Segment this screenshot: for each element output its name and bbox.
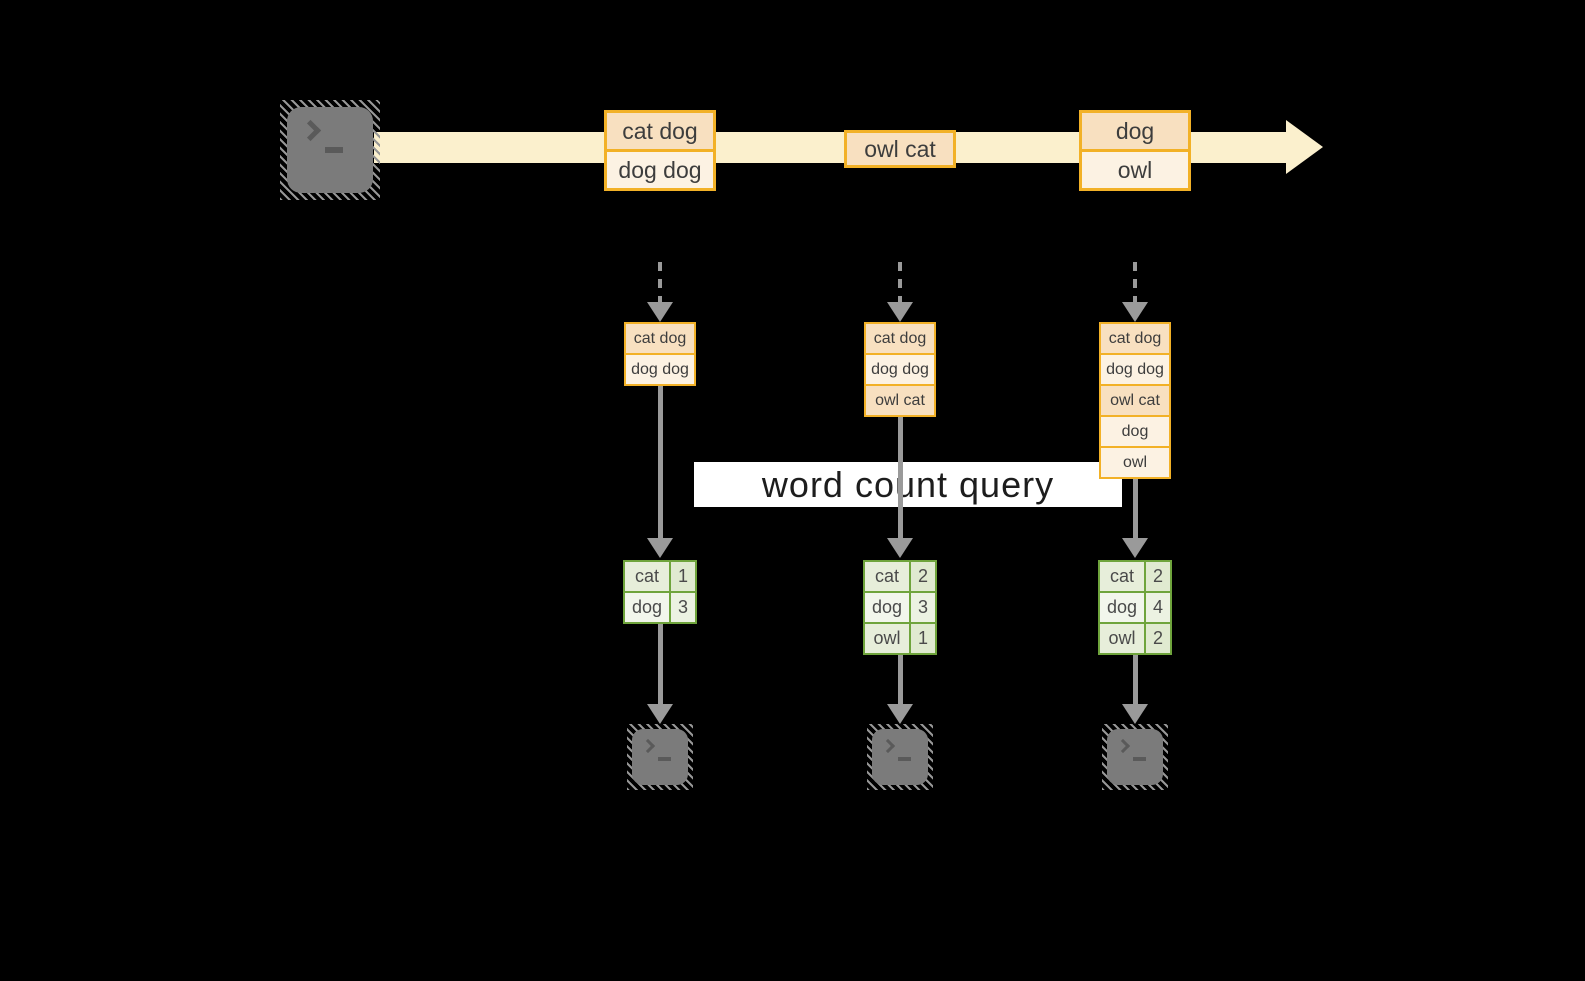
stream-arrowhead-icon: [1286, 120, 1323, 174]
prompt-chevron-icon: [880, 738, 896, 754]
terminal-icon-body: [1107, 729, 1163, 785]
batch-stack-3: cat dog dog dog owl cat dog owl: [1099, 322, 1171, 479]
arrow-line: [658, 624, 663, 704]
prompt-chevron-icon: [299, 119, 322, 142]
arrow-line: [898, 655, 903, 704]
batch-line: cat dog: [626, 324, 694, 353]
terminal-icon-body: [872, 729, 928, 785]
arrow-line: [658, 386, 663, 538]
prompt-cursor-icon: [325, 147, 343, 153]
count-value: 1: [671, 562, 695, 591]
prompt-cursor-icon: [658, 757, 671, 761]
terminal-icon-body: [287, 107, 373, 193]
count-value: 2: [911, 562, 935, 591]
count-word: dog: [865, 593, 909, 622]
count-value: 3: [671, 593, 695, 622]
stream-event-box-3: dog owl: [1079, 110, 1191, 191]
arrow-line: [1133, 479, 1138, 538]
dashed-arrow-line: [898, 262, 902, 302]
count-table-3: cat 2 dog 4 owl 2: [1098, 560, 1172, 655]
count-word: dog: [625, 593, 669, 622]
batch-line: dog dog: [866, 355, 934, 384]
batch-line: owl cat: [1101, 386, 1169, 415]
batch-stack-1: cat dog dog dog: [624, 322, 696, 386]
count-word: owl: [865, 624, 909, 653]
count-word: owl: [1100, 624, 1144, 653]
stream-event-line: cat dog: [607, 113, 713, 149]
count-word: cat: [625, 562, 669, 591]
prompt-chevron-icon: [1115, 738, 1131, 754]
batch-line: dog dog: [1101, 355, 1169, 384]
terminal-icon: [867, 724, 933, 790]
batch-stack-2: cat dog dog dog owl cat: [864, 322, 936, 417]
arrowhead-icon: [887, 538, 913, 558]
batch-line: dog: [1101, 417, 1169, 446]
query-banner: word count query: [694, 462, 1122, 507]
prompt-cursor-icon: [898, 757, 911, 761]
dashed-arrow-line: [1133, 262, 1137, 302]
batch-line: owl cat: [866, 386, 934, 415]
count-table-2: cat 2 dog 3 owl 1: [863, 560, 937, 655]
arrowhead-icon: [887, 704, 913, 724]
terminal-icon: [1102, 724, 1168, 790]
batch-line: cat dog: [1101, 324, 1169, 353]
count-table-1: cat 1 dog 3: [623, 560, 697, 624]
arrowhead-icon: [1122, 704, 1148, 724]
arrow-line: [1133, 655, 1138, 704]
arrow-line: [898, 417, 903, 538]
batch-line: dog dog: [626, 355, 694, 384]
batch-line: owl: [1101, 448, 1169, 477]
count-value: 2: [1146, 624, 1170, 653]
arrowhead-icon: [647, 538, 673, 558]
terminal-icon: [280, 100, 380, 200]
count-value: 1: [911, 624, 935, 653]
arrowhead-icon: [1122, 538, 1148, 558]
stream-event-box-2: owl cat: [844, 130, 956, 168]
stream-event-box-1: cat dog dog dog: [604, 110, 716, 191]
count-value: 2: [1146, 562, 1170, 591]
dashed-arrowhead-icon: [887, 302, 913, 322]
count-value: 4: [1146, 593, 1170, 622]
count-word: cat: [1100, 562, 1144, 591]
dashed-arrowhead-icon: [1122, 302, 1148, 322]
prompt-cursor-icon: [1133, 757, 1146, 761]
stream-event-line: owl: [1082, 152, 1188, 188]
stream-event-line: dog dog: [607, 152, 713, 188]
stream-event-line: dog: [1082, 113, 1188, 149]
dashed-arrow-line: [658, 262, 662, 302]
count-word: cat: [865, 562, 909, 591]
prompt-chevron-icon: [640, 738, 656, 754]
arrowhead-icon: [647, 704, 673, 724]
stream-event-line: owl cat: [847, 133, 953, 165]
terminal-icon-body: [632, 729, 688, 785]
count-value: 3: [911, 593, 935, 622]
count-word: dog: [1100, 593, 1144, 622]
batch-line: cat dog: [866, 324, 934, 353]
dashed-arrowhead-icon: [647, 302, 673, 322]
terminal-icon: [627, 724, 693, 790]
